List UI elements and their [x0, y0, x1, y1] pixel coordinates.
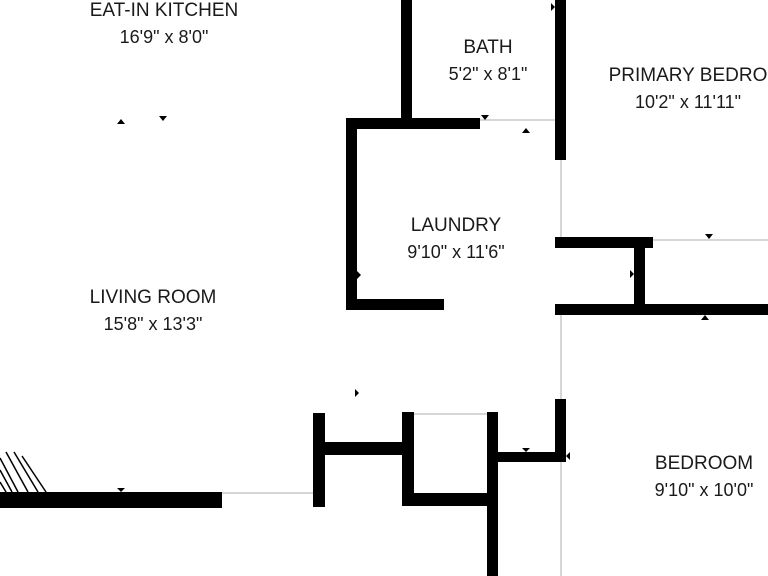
room-label-laundry: LAUNDRY 9'10" x 11'6": [407, 213, 504, 265]
wall-stair-left: [313, 413, 325, 507]
room-name: LIVING ROOM: [89, 287, 217, 308]
room-name: BATH: [463, 37, 513, 58]
wall-bedroom-left: [555, 399, 566, 462]
wall-lower-bottom: [402, 493, 498, 506]
room-dimensions: 9'10" x 11'6": [407, 242, 505, 262]
wall-bedroom-stub: [497, 452, 566, 462]
wall-laundry-left: [346, 118, 357, 310]
wall-bath-right: [555, 0, 566, 160]
room-name: PRIMARY BEDRO: [608, 65, 768, 86]
wall-bedroom-top: [555, 304, 768, 315]
wall-bath-left: [401, 0, 412, 128]
wall-living-bottom: [0, 492, 222, 508]
room-label-bath: BATH 5'2" x 8'1": [449, 35, 528, 87]
stairs-hatching: [0, 451, 47, 493]
room-label-primary-bedroom: PRIMARY BEDRO 10'2" x 11'11": [609, 63, 768, 115]
wall-laundry-top: [346, 118, 480, 129]
direction-markers: [117, 3, 713, 492]
room-name: LAUNDRY: [410, 215, 502, 236]
room-dimensions: 5'2" x 8'1": [448, 64, 528, 84]
wall-primary-bottom: [555, 237, 653, 248]
wall-laundry-bottom: [346, 299, 444, 310]
room-dimensions: 16'9" x 8'0": [119, 27, 209, 47]
wall-stair-top: [313, 442, 413, 455]
wall-lower-middle: [402, 412, 414, 506]
room-dimensions: 9'10" x 10'0": [654, 480, 754, 500]
room-label-eat-in-kitchen: EAT-IN KITCHEN 16'9" x 8'0": [90, 0, 239, 50]
room-name: BEDROOM: [654, 453, 754, 474]
room-label-bedroom: BEDROOM 9'10" x 10'0": [655, 451, 754, 503]
room-dimensions: 10'2" x 11'11": [634, 92, 742, 112]
wall-closet-divider: [634, 237, 645, 309]
room-name: EAT-IN KITCHEN: [89, 0, 239, 21]
room-label-living-room: LIVING ROOM 15'8" x 13'3": [90, 285, 217, 337]
room-dimensions: 15'8" x 13'3": [103, 314, 203, 334]
